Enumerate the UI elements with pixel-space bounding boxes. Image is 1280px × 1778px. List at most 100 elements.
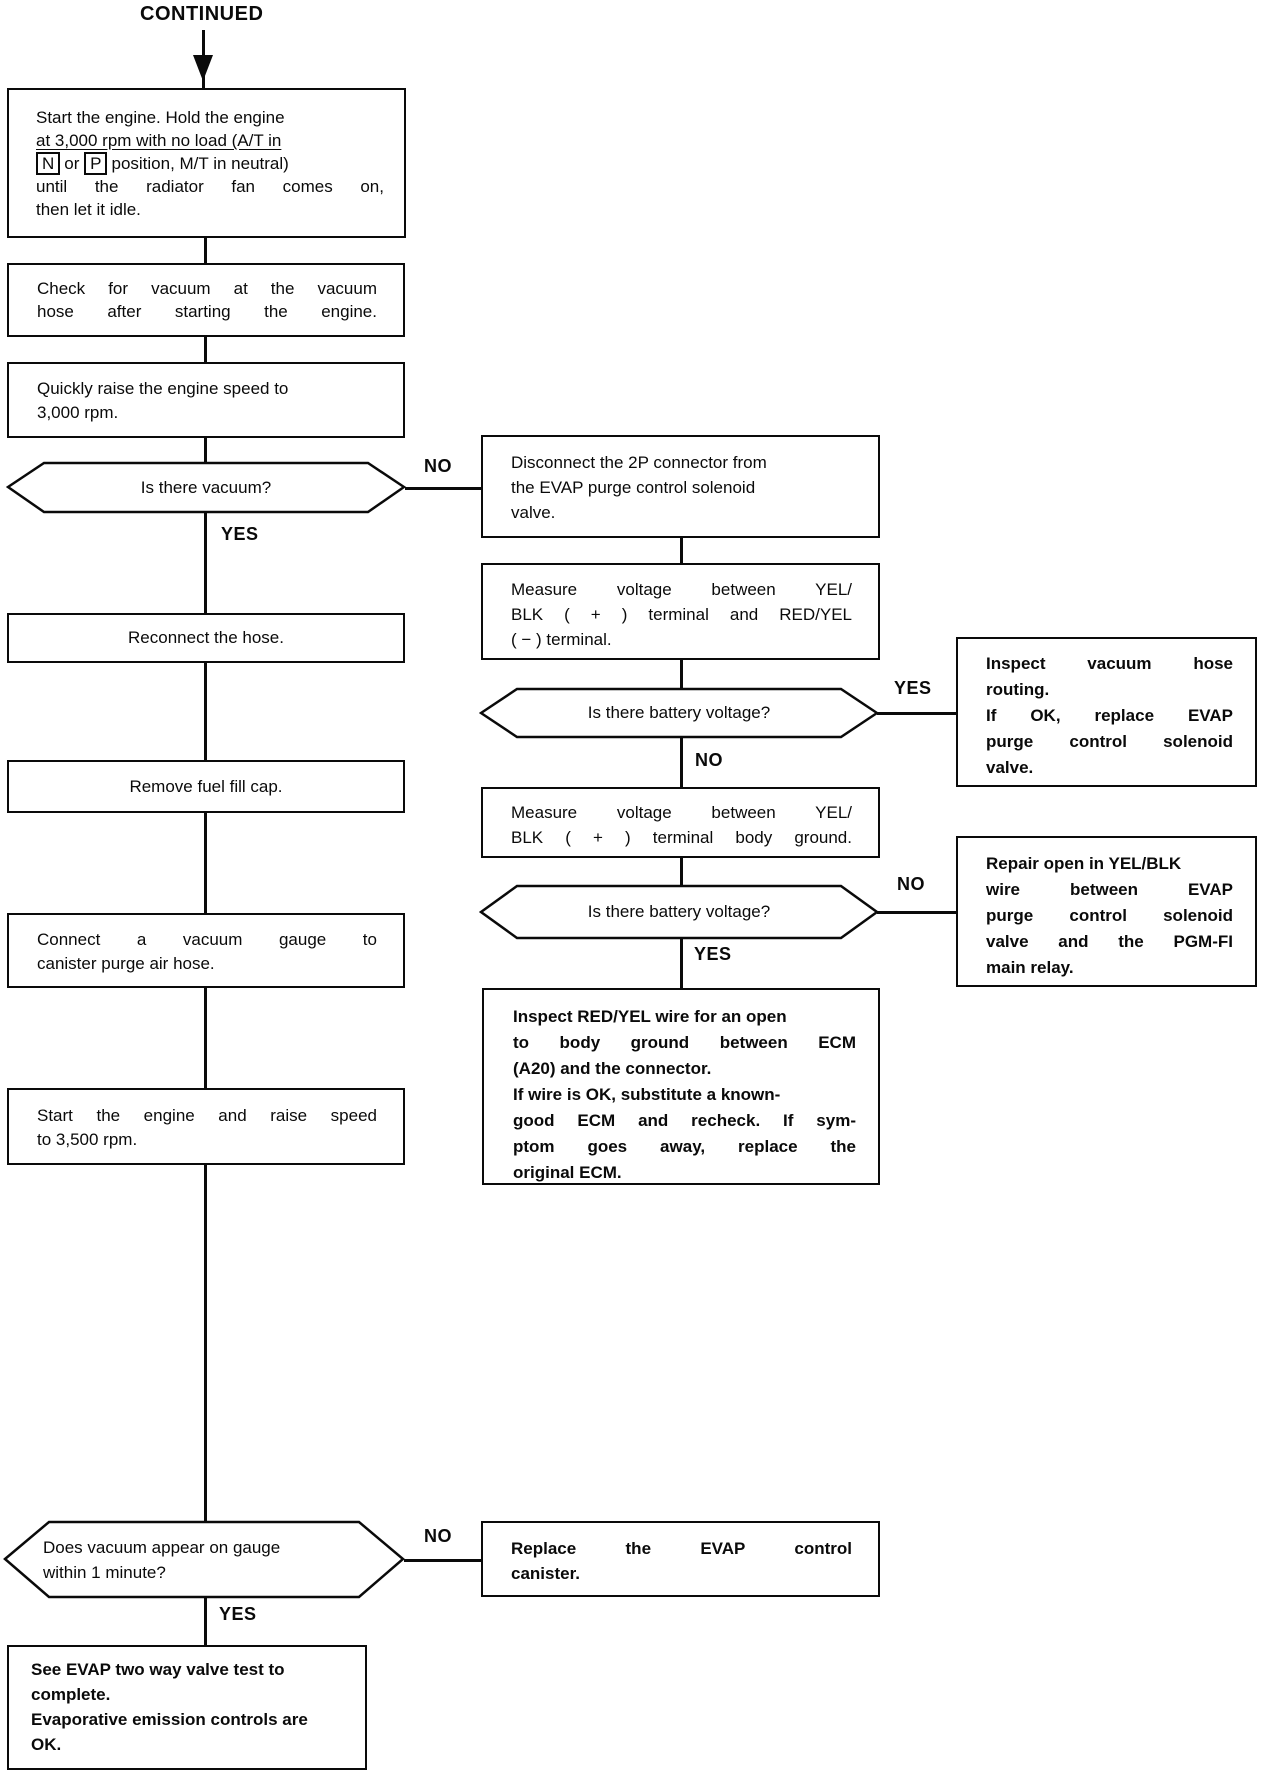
process-remove-fuel-cap: Remove fuel fill cap. (7, 760, 405, 813)
connector-line (204, 988, 207, 1088)
text-line: Disconnect the 2P connector from (511, 453, 767, 472)
continued-label: CONTINUED (140, 3, 264, 25)
process-reconnect-hose: Reconnect the hose. (7, 613, 405, 663)
hexagon-shape (3, 1520, 405, 1599)
result-evap-ok: See EVAP two way valve test to complete.… (7, 1645, 367, 1770)
process-measure-terminals: Measure voltage between YEL/ BLK ( + ) t… (481, 563, 880, 660)
text-line: canister. (511, 1564, 580, 1583)
text-line: Repair open in YEL/BLK (986, 854, 1182, 873)
text-line: to 3,500 rpm. (37, 1130, 138, 1149)
text-line: Does vacuum appear on gauge (43, 1538, 281, 1557)
process-raise-3500: Start the engine and raise speed to 3,50… (7, 1088, 405, 1165)
branch-label-no: NO (424, 456, 452, 476)
process-check-vacuum: Check for vacuum at the vacuum hose afte… (7, 263, 405, 337)
text-line: valve and the PGM-FI (986, 932, 1233, 951)
branch-label-yes: YES (694, 944, 732, 964)
connector-line (204, 663, 207, 760)
text-line: valve. (511, 503, 556, 522)
branch-label-yes: YES (894, 678, 932, 698)
text-line: Measure voltage between YEL/ (511, 580, 852, 599)
decision-text: Is there battery voltage? (587, 703, 771, 722)
text-line: hose after starting the engine. (37, 302, 377, 321)
text-line: Connect a vacuum gauge to (37, 930, 377, 949)
decision-text: Does vacuum appear on gauge within 1 min… (3, 1520, 405, 1599)
connector-line (680, 939, 683, 988)
decision-is-there-vacuum: Is there vacuum? (6, 461, 406, 514)
text-line: (A20) and the connector. (513, 1059, 712, 1078)
connector-line (877, 712, 957, 715)
connector-line (405, 487, 482, 490)
connector-line (204, 512, 207, 613)
decision-vacuum-on-gauge: Does vacuum appear on gauge within 1 min… (3, 1520, 405, 1599)
text-line: within 1 minute? (43, 1563, 166, 1582)
text-line: main relay. (986, 958, 1074, 977)
process-connect-gauge: Connect a vacuum gauge to canister purge… (7, 913, 405, 988)
connector-line (680, 738, 683, 787)
text-line: Inspect vacuum hose (986, 654, 1233, 673)
gear-n-indicator: N (36, 152, 61, 175)
hexagon-shape (479, 884, 879, 940)
text-line: good ECM and recheck. If sym- (513, 1111, 856, 1130)
process-disconnect-2p: Disconnect the 2P connector from the EVA… (481, 435, 880, 538)
branch-label-no: NO (695, 750, 723, 770)
text-line: the EVAP purge control solenoid (511, 478, 756, 497)
branch-label-yes: YES (221, 524, 259, 544)
gear-p-indicator: P (84, 152, 108, 175)
text-line: complete. (31, 1685, 111, 1704)
text-line: original ECM. (513, 1163, 622, 1182)
process-measure-body-ground: Measure voltage between YEL/ BLK ( + ) t… (481, 787, 880, 858)
connector-line (204, 813, 207, 913)
text-line: If wire is OK, substitute a known- (513, 1085, 781, 1104)
text-line: Quickly raise the engine speed to (37, 379, 289, 398)
text-line: Measure voltage between YEL/ (511, 803, 852, 822)
decision-battery-voltage-1: Is there battery voltage? (479, 687, 879, 739)
connector-line (204, 438, 207, 463)
text-line: wire between EVAP (986, 880, 1233, 899)
process-raise-3000: Quickly raise the engine speed to 3,000 … (7, 362, 405, 438)
connector-line (680, 538, 683, 563)
result-inspect-red-yel: Inspect RED/YEL wire for an open to body… (482, 988, 880, 1185)
process-start-engine: Start the engine. Hold the engine at 3,0… (7, 88, 406, 238)
connector-line (877, 911, 957, 914)
result-replace-canister: Replace the EVAP control canister. (481, 1521, 880, 1597)
decision-text: Is there vacuum? (140, 477, 272, 497)
text-line: valve. (986, 758, 1034, 777)
text-line: canister purge air hose. (37, 954, 215, 973)
down-arrow-icon (193, 55, 213, 81)
connector-line (204, 238, 207, 263)
text-line: then let it idle. (36, 200, 141, 219)
connector-line (204, 337, 207, 362)
text-line: BLK ( + ) terminal and RED/YEL (511, 605, 852, 624)
text-line: Check for vacuum at the vacuum (37, 279, 377, 298)
text-line: purge control solenoid (986, 906, 1233, 925)
text-line: BLK ( + ) terminal body ground. (511, 828, 852, 847)
branch-label-yes: YES (219, 1604, 257, 1624)
text-line: ( − ) terminal. (511, 630, 612, 649)
branch-label-no: NO (424, 1526, 452, 1546)
hexagon-shape (479, 687, 879, 739)
text-line: 3,000 rpm. (37, 403, 119, 422)
decision-battery-voltage-2: Is there battery voltage? (479, 884, 879, 940)
text-line: Replace the EVAP control (511, 1539, 852, 1558)
connector-line (204, 1165, 207, 1522)
text-line: routing. (986, 680, 1050, 699)
text-line: Reconnect the hose. (128, 628, 284, 647)
text-line: OK. (31, 1735, 62, 1754)
text-line: at 3,000 rpm with no load (A/T in (36, 131, 282, 150)
connector-line (680, 858, 683, 885)
connector-line (680, 660, 683, 688)
connector-line (404, 1559, 482, 1562)
text-line: until the radiator fan comes on, (36, 177, 384, 196)
result-repair-open-yel-blk: Repair open in YEL/BLK wire between EVAP… (956, 836, 1257, 987)
text-line: Start the engine and raise speed (37, 1106, 377, 1125)
result-inspect-hose-routing: Inspect vacuum hose routing. If OK, repl… (956, 637, 1257, 787)
text-line: Evaporative emission controls are (31, 1710, 308, 1729)
branch-label-no: NO (897, 874, 925, 894)
hexagon-shape (6, 461, 406, 514)
text-line: to body ground between ECM (513, 1033, 856, 1052)
text-line: purge control solenoid (986, 732, 1233, 751)
text-line: If OK, replace EVAP (986, 706, 1233, 725)
decision-text: Is there battery voltage? (587, 902, 771, 921)
